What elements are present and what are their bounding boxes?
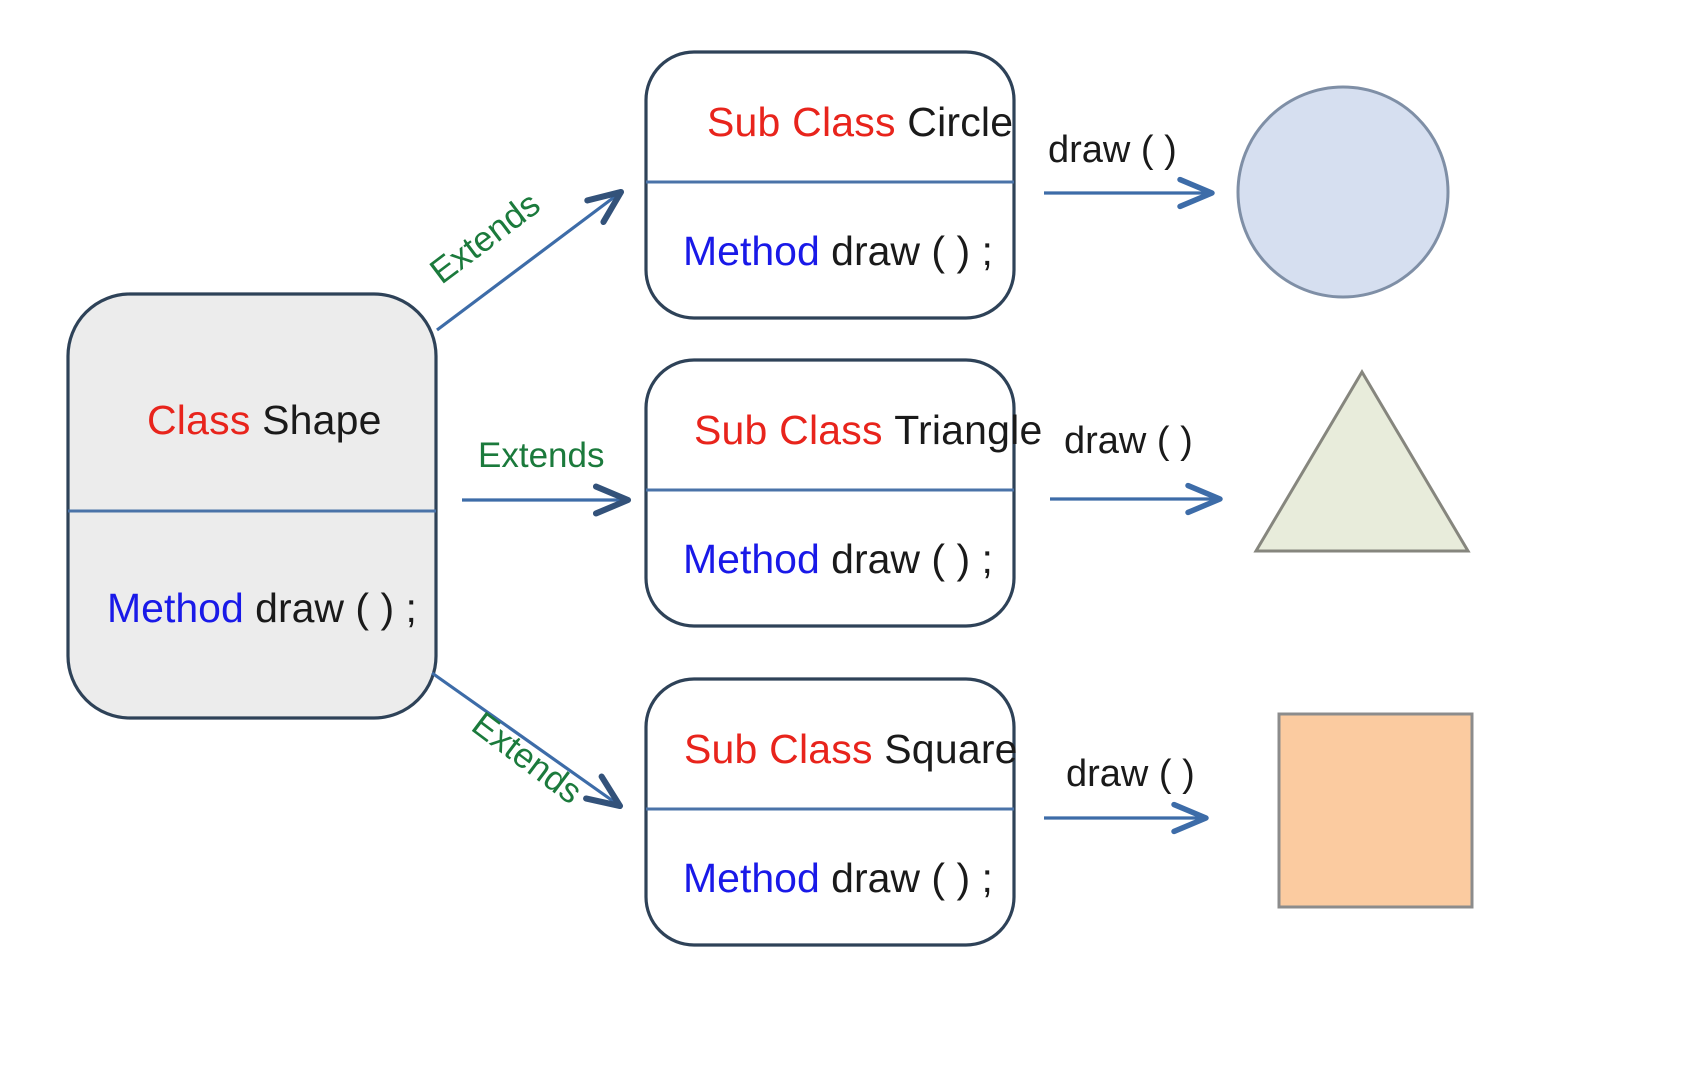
- output-shape-triangle: [1253, 369, 1471, 553]
- subclass-name-square: Square: [884, 726, 1018, 772]
- subclass-method-signature-triangle: draw ( ) ;: [831, 536, 993, 582]
- output-shape-circle: [1236, 85, 1450, 299]
- output-shape-square: [1277, 712, 1474, 909]
- subclass-title-circle: Sub Class Circle: [707, 102, 1013, 143]
- base-class-method-keyword: Method: [107, 585, 244, 631]
- draw-call-label-square: draw ( ): [1066, 753, 1195, 795]
- subclass-method-circle: Method draw ( ) ;: [683, 231, 993, 272]
- draw-call-label-circle: draw ( ): [1048, 129, 1177, 171]
- subclass-method-signature-circle: draw ( ) ;: [831, 228, 993, 274]
- extends-label-triangle: Extends: [478, 436, 605, 475]
- subclass-method-signature-square: draw ( ) ;: [831, 855, 993, 901]
- subclass-box-triangle[interactable]: [644, 358, 1016, 628]
- subclass-box-circle[interactable]: [644, 50, 1016, 320]
- subclass-keyword-triangle: Sub Class: [694, 407, 883, 453]
- subclass-name-circle: Circle: [907, 99, 1014, 145]
- base-class-method-signature: draw ( ) ;: [255, 585, 417, 631]
- subclass-method-square: Method draw ( ) ;: [683, 858, 993, 899]
- base-class-method: Method draw ( ) ;: [107, 588, 417, 629]
- subclass-method-keyword-triangle: Method: [683, 536, 820, 582]
- base-class-box[interactable]: [66, 292, 438, 720]
- subclass-box-square[interactable]: [644, 677, 1016, 947]
- subclass-method-keyword-square: Method: [683, 855, 820, 901]
- extends-arrow-circle: [436, 188, 625, 332]
- base-class-title: Class Shape: [147, 400, 382, 441]
- subclass-keyword-circle: Sub Class: [707, 99, 896, 145]
- subclass-method-triangle: Method draw ( ) ;: [683, 539, 993, 580]
- subclass-method-keyword-circle: Method: [683, 228, 820, 274]
- base-class-name: Shape: [262, 397, 382, 443]
- subclass-title-square: Sub Class Square: [684, 729, 1018, 770]
- draw-call-label-triangle: draw ( ): [1064, 420, 1193, 462]
- extends-arrow-square: [431, 671, 624, 810]
- base-class-keyword: Class: [147, 397, 251, 443]
- subclass-name-triangle: Triangle: [894, 407, 1043, 453]
- subclass-title-triangle: Sub Class Triangle: [694, 410, 1042, 451]
- subclass-keyword-square: Sub Class: [684, 726, 873, 772]
